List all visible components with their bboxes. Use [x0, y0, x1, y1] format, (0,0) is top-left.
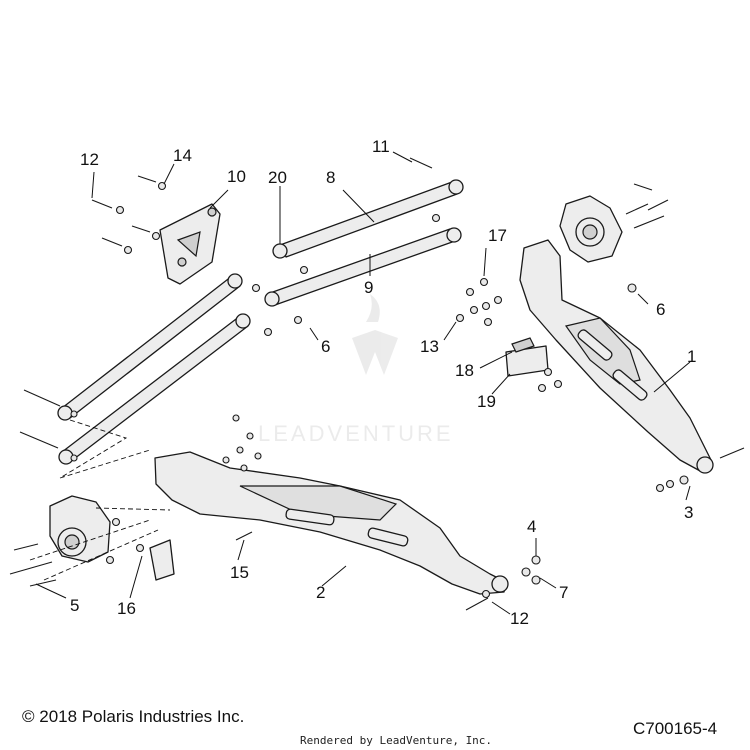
- bracket-plate-18: [511, 337, 535, 353]
- leader-lines: [35, 151, 691, 615]
- callout-3: 3: [684, 503, 693, 522]
- skid-plate-16: [149, 539, 175, 581]
- callout-4: 4: [527, 517, 536, 536]
- callout-1: 1: [687, 347, 696, 366]
- drawing-code: C700165-4: [633, 719, 718, 738]
- control-arm-link-9: [264, 227, 462, 307]
- callout-18: 18: [455, 361, 474, 380]
- callout-9: 9: [364, 278, 373, 297]
- mounting-bracket-10: [159, 203, 221, 285]
- dashed-alignment-lines: [29, 419, 171, 581]
- callout-15: 15: [230, 563, 249, 582]
- callout-12a: 12: [80, 150, 99, 169]
- callout-5: 5: [70, 596, 79, 615]
- callout-14: 14: [173, 146, 192, 165]
- nut: [70, 181, 689, 599]
- leadventure-watermark-logo: LEADVENTURE: [258, 294, 454, 446]
- callout-12b: 12: [510, 609, 529, 628]
- trailing-arm-1: [519, 239, 714, 474]
- callout-labels: 1 2 3 4 5 6 6 7 8 9 10 11 12 12 13 14 15…: [70, 137, 696, 628]
- right-bearing-carrier: [559, 195, 623, 263]
- skid-plate-19: [505, 345, 549, 377]
- rendered-by-text: Rendered by LeadVenture, Inc.: [300, 734, 493, 747]
- control-arm-link-8: [272, 179, 464, 259]
- callout-10: 10: [227, 167, 246, 186]
- callout-16: 16: [117, 599, 136, 618]
- callout-19: 19: [477, 392, 496, 411]
- callout-17: 17: [488, 226, 507, 245]
- left-bearing-carrier: [49, 495, 111, 563]
- bolt: [9, 157, 745, 611]
- callout-6a: 6: [321, 337, 330, 356]
- trailing-arm-2: [154, 451, 509, 595]
- callout-7: 7: [559, 583, 568, 602]
- left-upper-long-link: [57, 273, 243, 421]
- callout-6b: 6: [656, 300, 665, 319]
- copyright-text: © 2018 Polaris Industries Inc.: [22, 707, 245, 726]
- left-lower-long-link: [58, 313, 251, 465]
- svg-text:LEADVENTURE: LEADVENTURE: [258, 421, 454, 446]
- callout-8: 8: [326, 168, 335, 187]
- callout-2: 2: [316, 583, 325, 602]
- callout-20: 20: [268, 168, 287, 187]
- callout-13: 13: [420, 337, 439, 356]
- callout-11: 11: [372, 137, 390, 156]
